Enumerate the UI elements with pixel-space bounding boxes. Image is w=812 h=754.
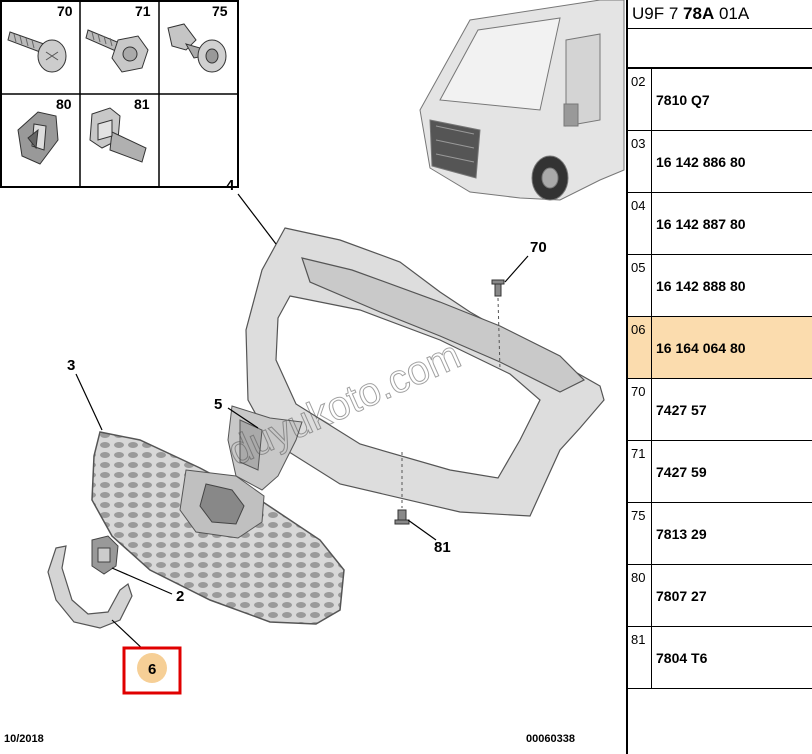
screw-70-part (491, 279, 505, 297)
clip-81-icon (89, 107, 147, 163)
parts-diagram: 70 71 75 80 81 (0, 0, 625, 695)
part-index: 04 (628, 193, 652, 254)
header-code-part3: 01A (718, 4, 750, 23)
nut-80-icon (17, 111, 59, 165)
callout-3: 3 (67, 357, 75, 374)
diagram-code-header: U9F 7 78A 01A (628, 0, 812, 29)
part-index: 81 (628, 627, 652, 688)
part-reference: 7427 59 (656, 463, 707, 480)
part-index: 70 (628, 379, 652, 440)
part-index: 75 (628, 503, 652, 564)
part-reference: 7804 T6 (656, 649, 708, 666)
icon-label-81: 81 (134, 96, 150, 112)
part-index: 80 (628, 565, 652, 626)
grille-surround-4 (245, 227, 605, 517)
fixing-guide-lines (401, 297, 501, 508)
callout-81: 81 (434, 539, 451, 556)
callout-5: 5 (214, 396, 222, 413)
header-blank-cell (628, 29, 812, 69)
trim-6 (47, 545, 133, 629)
part-reference: 7427 57 (656, 401, 707, 418)
footer-date: 10/2018 (4, 733, 44, 745)
callout-6-highlight[interactable]: 6 (122, 646, 182, 695)
icon-label-70: 70 (57, 3, 73, 19)
icon-label-71: 71 (135, 3, 151, 19)
header-code-part2: 78A (683, 4, 715, 23)
leader-lines (75, 193, 529, 653)
part-index: 06 (628, 317, 652, 378)
clip-81-part (394, 509, 410, 525)
callout-6: 6 (148, 661, 156, 678)
header-code-part1: U9F 7 (632, 4, 679, 23)
push-clip-75-icon (167, 23, 227, 73)
part-index: 03 (628, 131, 652, 192)
part-reference: 7807 27 (656, 587, 707, 604)
screw-71-icon (85, 29, 149, 73)
part-reference: 7813 29 (656, 525, 707, 542)
callout-2: 2 (176, 588, 184, 605)
mesh-grille-3 (91, 431, 345, 625)
part-reference: 16 142 887 80 (656, 215, 746, 232)
part-index: 71 (628, 441, 652, 502)
icon-label-80: 80 (56, 96, 72, 112)
callout-4: 4 (226, 177, 235, 194)
footer-code: 00060338 (526, 733, 575, 745)
fastener-icon-grid (0, 0, 239, 188)
part-reference: 16 142 886 80 (656, 153, 746, 170)
part-index: 05 (628, 255, 652, 316)
part-index: 02 (628, 69, 652, 130)
bracket-5 (227, 405, 303, 491)
part-reference: 16 164 064 80 (656, 339, 746, 356)
part-reference: 16 142 888 80 (656, 277, 746, 294)
callout-70: 70 (530, 239, 547, 256)
icon-label-75: 75 (212, 3, 228, 19)
part-reference: 7810 Q7 (656, 91, 710, 108)
emblem-2 (91, 535, 119, 575)
van-thumbnail (419, 0, 625, 201)
screw-70-icon (7, 31, 67, 73)
